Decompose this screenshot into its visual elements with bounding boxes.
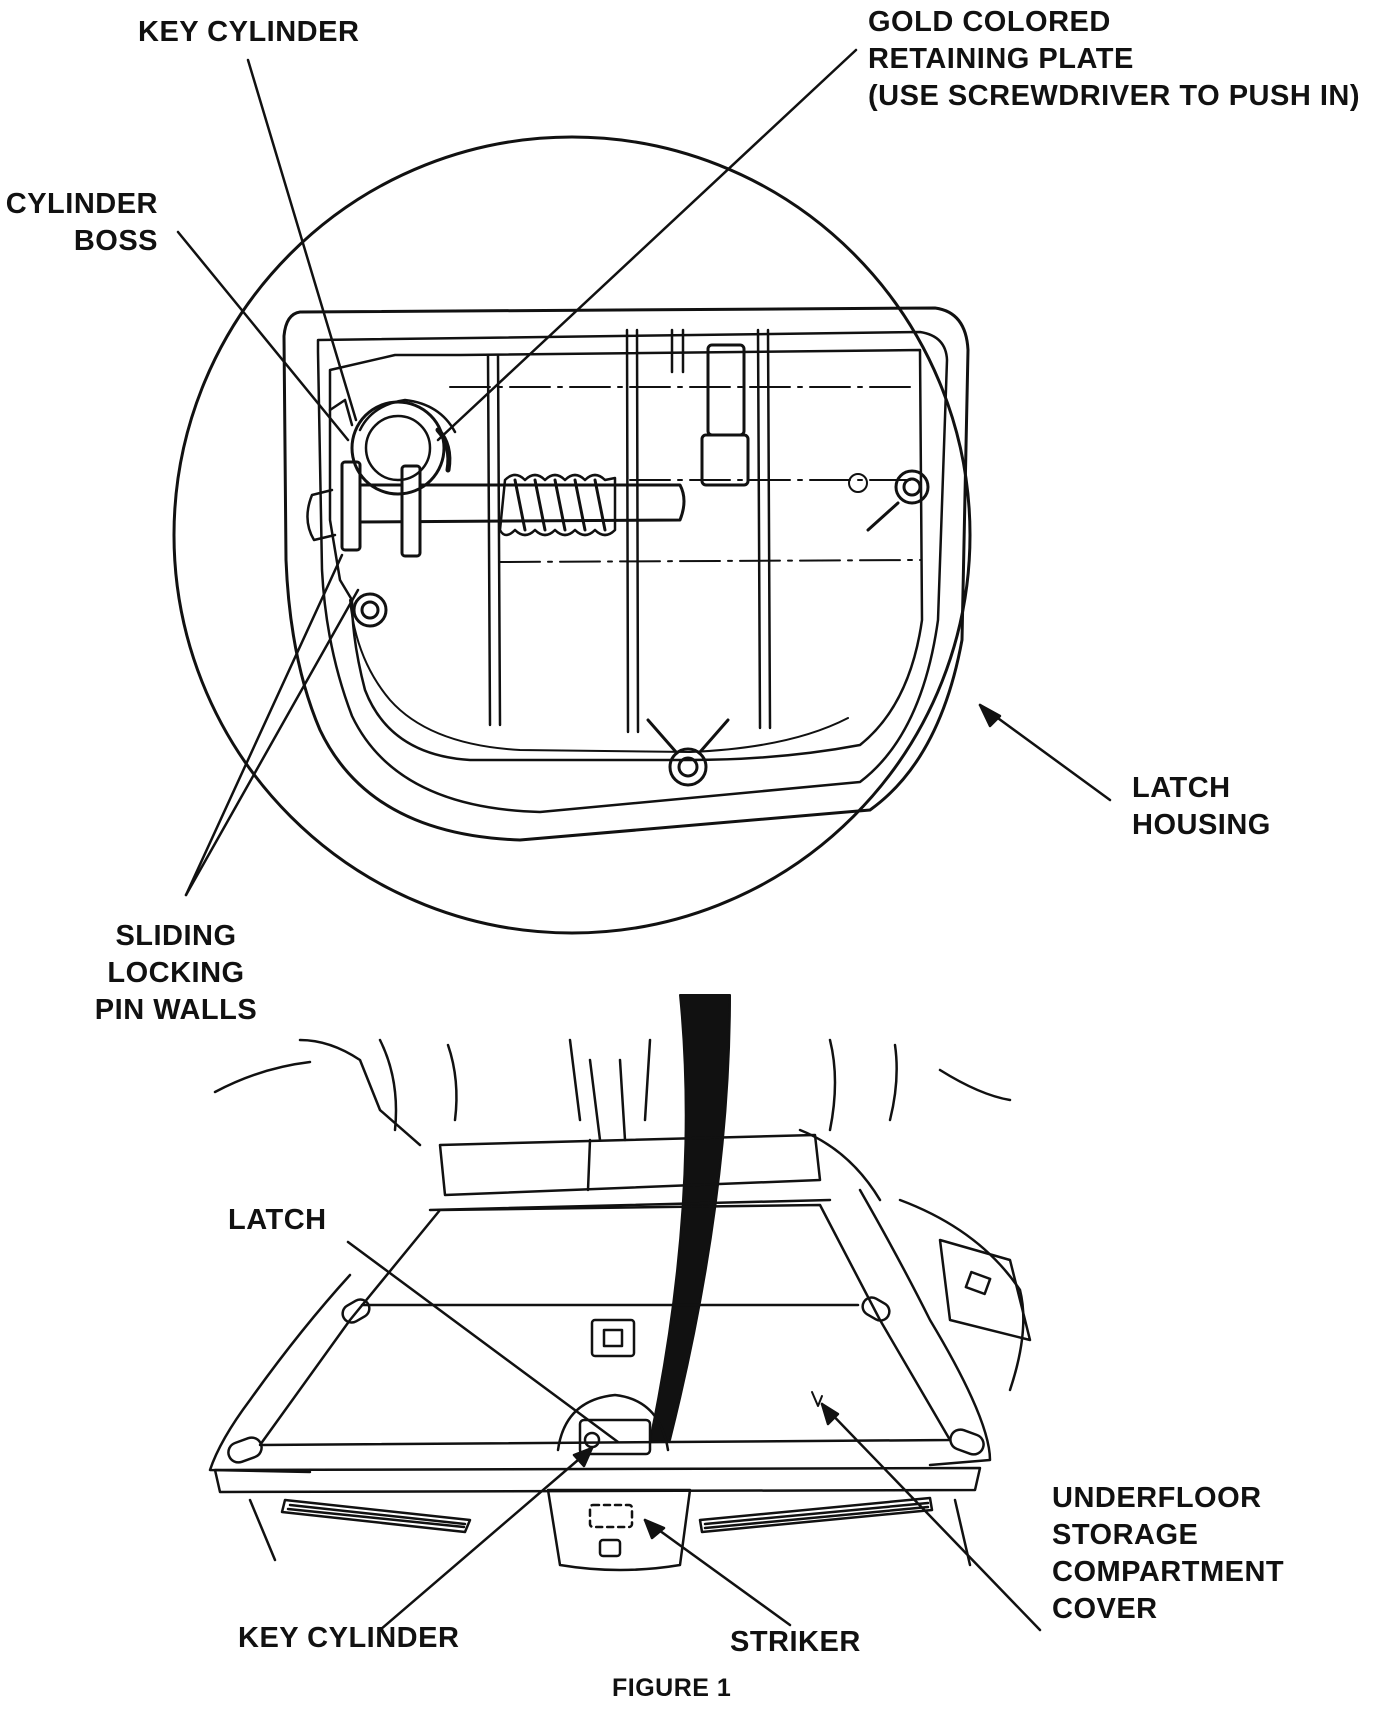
label-latch-housing: LATCH HOUSING [1132, 770, 1271, 844]
label-line: STORAGE [1052, 1519, 1199, 1551]
label-cylinder-boss: CYLINDER BOSS [0, 186, 158, 260]
latch-housing-drawing [282, 306, 970, 842]
detail-magnifier-circle [172, 135, 972, 935]
label-line: GOLD COLORED [868, 6, 1111, 38]
label-line: SLIDING [115, 920, 237, 952]
label-line: HOUSING [1132, 809, 1271, 841]
label-line: BOSS [73, 225, 158, 257]
leader-lines-upper [176, 48, 1112, 897]
leader-lines-lower [346, 1240, 1042, 1632]
label-line: COVER [1052, 1593, 1158, 1625]
label-latch: LATCH [228, 1204, 327, 1236]
magnifier-connector [649, 994, 731, 1441]
label-underfloor-storage-cover: UNDERFLOOR STORAGE COMPARTMENT COVER [1052, 1480, 1284, 1628]
label-line: CYLINDER [5, 188, 158, 220]
locking-pin-assembly [306, 343, 750, 558]
figure-caption: FIGURE 1 [612, 1674, 732, 1702]
label-line: UNDERFLOOR [1052, 1482, 1262, 1514]
screw-bosses [352, 469, 930, 787]
vehicle-cargo-area [208, 1038, 1032, 1572]
label-key-cylinder-bottom: KEY CYLINDER [238, 1622, 460, 1654]
label-sliding-locking-pin-walls: SLIDING LOCKING PIN WALLS [78, 918, 274, 1029]
key-cylinder-drawing [328, 398, 457, 496]
label-line: LOCKING [107, 957, 245, 989]
label-line: PIN WALLS [94, 994, 258, 1026]
label-line: LATCH [1132, 772, 1231, 804]
label-striker: STRIKER [730, 1626, 861, 1658]
label-line: COMPARTMENT [1052, 1556, 1285, 1588]
label-gold-retaining-plate: GOLD COLORED RETAINING PLATE (USE SCREWD… [868, 4, 1360, 115]
label-line: RETAINING PLATE [868, 43, 1134, 75]
latch-internal-ribs [449, 328, 921, 734]
label-line: (USE SCREWDRIVER TO PUSH IN) [868, 80, 1361, 112]
label-key-cylinder-top: KEY CYLINDER [138, 16, 360, 48]
